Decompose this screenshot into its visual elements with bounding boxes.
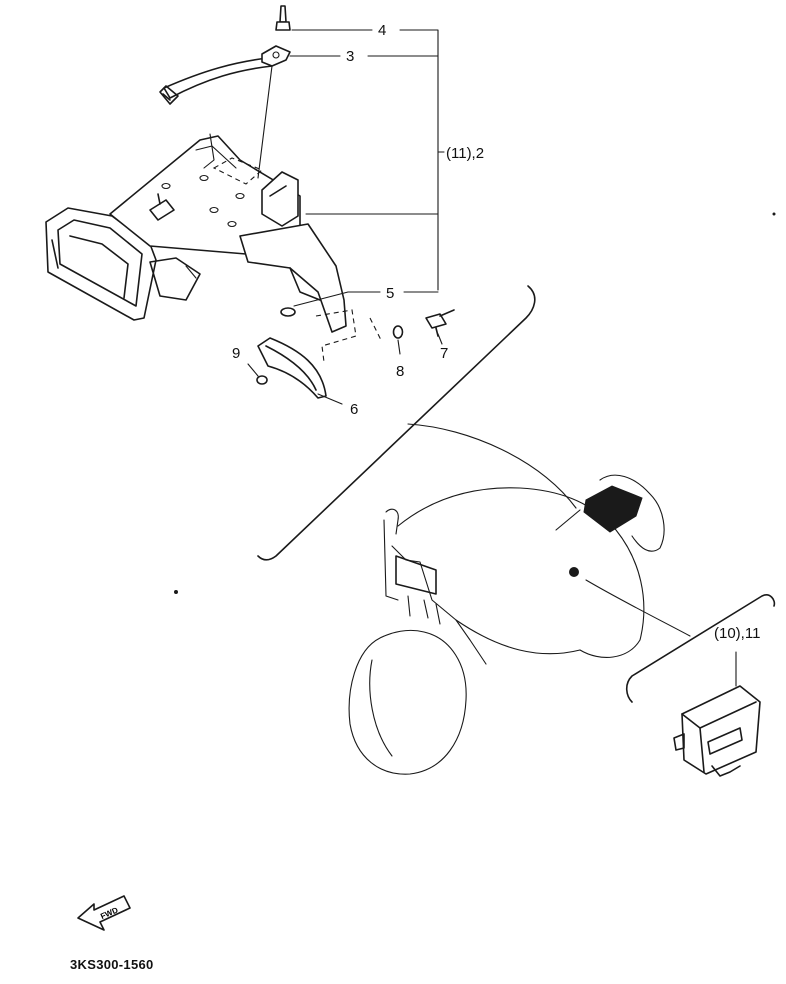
nut-8 xyxy=(392,325,404,339)
callout-9: 9 xyxy=(232,345,240,362)
strap-bracket xyxy=(261,45,291,67)
callout-3: 3 xyxy=(346,48,354,65)
grommet-5 xyxy=(280,307,296,317)
cdi-unit xyxy=(673,651,761,777)
connector-7 xyxy=(425,309,455,337)
seat-strap xyxy=(159,57,273,105)
mud-flap xyxy=(257,337,327,399)
callout-6: 6 xyxy=(350,401,358,418)
washer-9 xyxy=(256,375,268,385)
callout-10-11: (10),11 xyxy=(714,625,760,642)
detail-boundary xyxy=(257,285,536,561)
callout-4: 4 xyxy=(378,22,386,39)
bolt-4 xyxy=(275,5,291,31)
motorcycle-outline xyxy=(348,423,691,775)
diagram-code: 3KS300-1560 xyxy=(70,957,154,972)
leader-lines xyxy=(247,29,445,405)
callout-7: 7 xyxy=(440,345,448,362)
callout-8: 8 xyxy=(396,363,404,380)
callout-11-2: (11),2 xyxy=(446,145,484,162)
fwd-arrow-icon: FWD xyxy=(77,895,131,931)
detail-boundary-2 xyxy=(625,594,776,703)
rear-fender xyxy=(45,133,347,333)
callout-5: 5 xyxy=(386,285,394,302)
